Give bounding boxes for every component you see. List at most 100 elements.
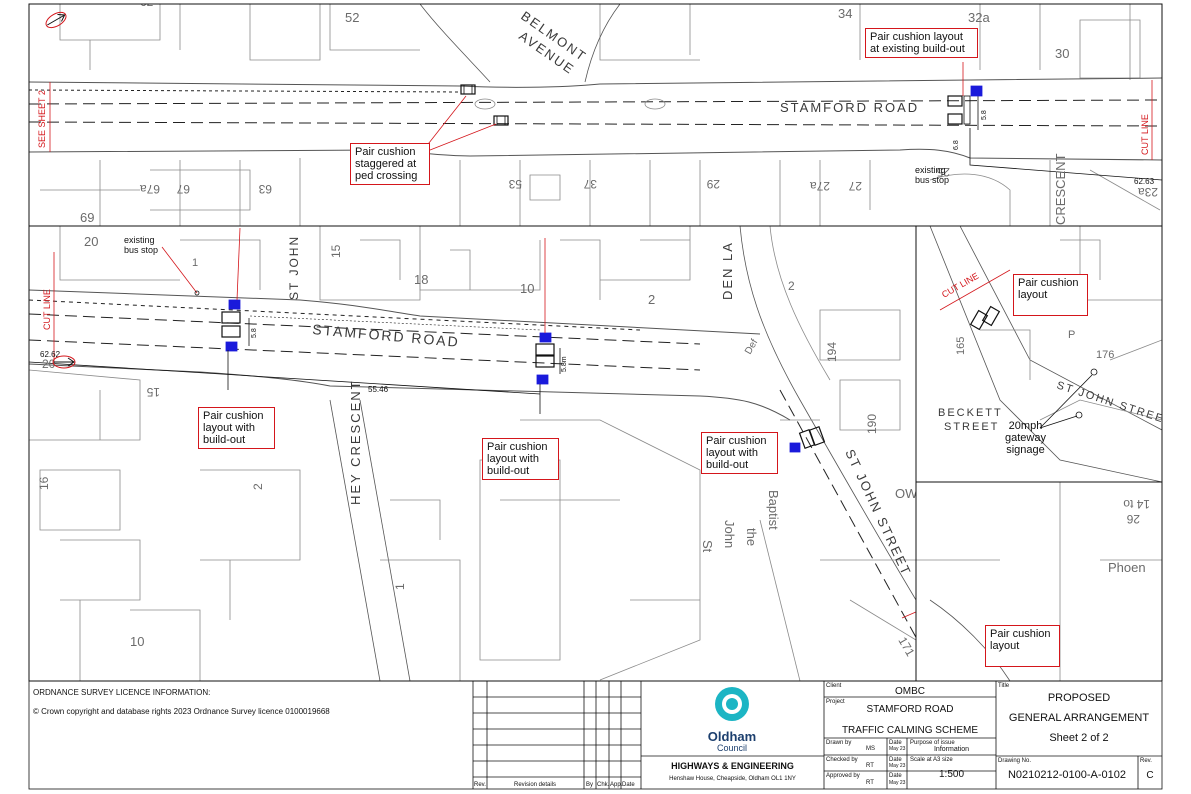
title-label: Title [998,683,1010,689]
os-licence-text: © Crown copyright and database rights 20… [33,707,330,716]
annotation-build-out-2: Pair cushion layout with build-out [482,438,559,480]
svg-text:Def: Def [743,337,760,356]
date-label-3: Date [889,773,902,779]
top-map-panel [29,4,1162,226]
annotation-pair-cushion-inset: Pair cushion layout [1013,274,1088,316]
bottom-level: 62.62 [40,350,61,359]
svg-text:53: 53 [508,177,522,191]
panel-frames [28,3,1163,682]
svg-text:25: 25 [936,165,950,179]
date-value-1: May 23 [889,746,906,752]
top-road-label: STAMFORD ROAD [780,100,919,115]
svg-text:37: 37 [583,177,597,191]
date-value-3: May 23 [889,780,906,786]
svg-text:ST JOHN STREET: ST JOHN STREET [842,447,914,579]
purpose-label: Purpose of issue [910,740,955,746]
svg-text:P: P [1068,329,1075,341]
purpose-value: Information [933,746,970,753]
svg-text:23a: 23a [1138,185,1158,199]
project-line2: TRAFFIC CALMING SCHEME [841,725,979,736]
date-value-2: May 23 [889,763,906,769]
date-label-1: Date [889,740,902,746]
oldham-logo-icon [715,687,749,721]
rev-value: C [1146,770,1154,781]
svg-text:2: 2 [788,279,795,293]
svg-text:HEY CRESCENT: HEY CRESCENT [348,379,363,505]
svg-text:62: 62 [140,0,154,9]
bottom-map-panel [29,226,916,681]
checked-by-value: RT [866,763,874,769]
svg-text:34: 34 [838,6,852,21]
client-value: OMBC [895,686,925,697]
svg-text:2: 2 [648,292,655,307]
svg-text:BECKETT: BECKETT [938,407,1003,419]
svg-text:OWE: OWE [895,486,926,501]
svg-text:190: 190 [865,414,879,434]
svg-text:52: 52 [345,10,359,25]
app-header: App. [610,782,623,788]
svg-text:John: John [722,520,737,548]
svg-text:1: 1 [192,257,198,269]
department-label: HIGHWAYS & ENGINEERING [671,761,794,771]
top-level: 62.63 [1134,177,1155,186]
checked-by-label: Checked by [826,757,858,763]
gateway-signage-label: 20mph gateway signage [1005,420,1046,456]
logo-sub: Council [716,743,747,753]
scale-value: 1:500 [938,769,965,780]
svg-text:CRESCENT: CRESCENT [1053,153,1068,225]
top-dim-58: 5.8 [981,110,988,120]
svg-text:16: 16 [37,476,51,490]
drawing-no-value: N0210212-0100-A-0102 [1007,769,1127,781]
svg-text:ST JOHN: ST JOHN [287,235,301,300]
inset-map-panel [929,226,1162,482]
svg-text:194: 194 [825,342,839,362]
svg-text:10: 10 [520,281,534,296]
top-bus-stop-label: existing bus stop [915,165,950,185]
svg-text:27: 27 [848,179,862,193]
project-line1: STAMFORD ROAD [866,704,954,715]
rev-header: Rev. [474,782,486,788]
project-label: Project [826,699,845,705]
svg-text:15: 15 [146,385,160,399]
approved-by-value: RT [866,780,874,786]
svg-text:63: 63 [258,182,272,196]
annotation-build-out-1: Pair cushion layout with build-out [198,407,275,449]
svg-text:CUT LINE: CUT LINE [915,620,956,646]
svg-text:32a: 32a [968,10,990,25]
svg-text:69: 69 [80,210,94,225]
drawing-no-label: Drawing No. [998,758,1032,764]
svg-text:67a: 67a [140,182,160,196]
chk-header: Chk. [597,782,610,788]
annotation-staggered-ped-crossing: Pair cushion staggered at ped crossing [350,143,430,185]
svg-text:26: 26 [1126,512,1140,526]
level-marker-icon [52,355,76,369]
svg-text:DEN LA: DEN LA [720,241,735,300]
top-map-labels: 52 34 32a 30 69 67a 67 63 53 37 29 27a 2… [37,0,1158,225]
bottom-bus-stop-label: existing bus stop [124,235,159,255]
by-header: By [586,782,594,788]
north-arrow-icon [45,11,67,29]
bottom-dim-58m: 5.8m [561,356,568,372]
svg-text:1: 1 [393,583,407,590]
title-line3: Sheet 2 of 2 [1049,732,1109,744]
date-header: Date [622,782,635,788]
bottom-chainage: 55.46 [368,385,389,394]
annotation-pair-cushion-bottom: Pair cushion layout [985,625,1060,667]
svg-text:the: the [744,528,759,546]
svg-text:20: 20 [84,234,98,249]
department-address: Henshaw House, Cheapside, Oldham OL1 1NY [669,776,796,782]
bottom-cut-line-label: CUT LINE [42,289,52,330]
revision-details-header: Revision details [514,782,557,788]
inset-cut-line-label: CUT LINE [940,271,980,300]
svg-text:30: 30 [1055,46,1069,61]
scale-label: Scale at A3 size [910,757,953,763]
annotation-build-out-3: Pair cushion layout with build-out [701,432,778,474]
logo-name: Oldham [707,729,757,744]
svg-text:176: 176 [1096,349,1114,361]
drawn-by-value: MS [866,746,875,752]
os-licence-heading: ORDNANCE SURVEY LICENCE INFORMATION: [33,688,211,697]
svg-text:20: 20 [42,357,56,371]
svg-text:27a: 27a [810,179,830,193]
svg-text:10: 10 [130,634,144,649]
date-label-2: Date [889,757,902,763]
